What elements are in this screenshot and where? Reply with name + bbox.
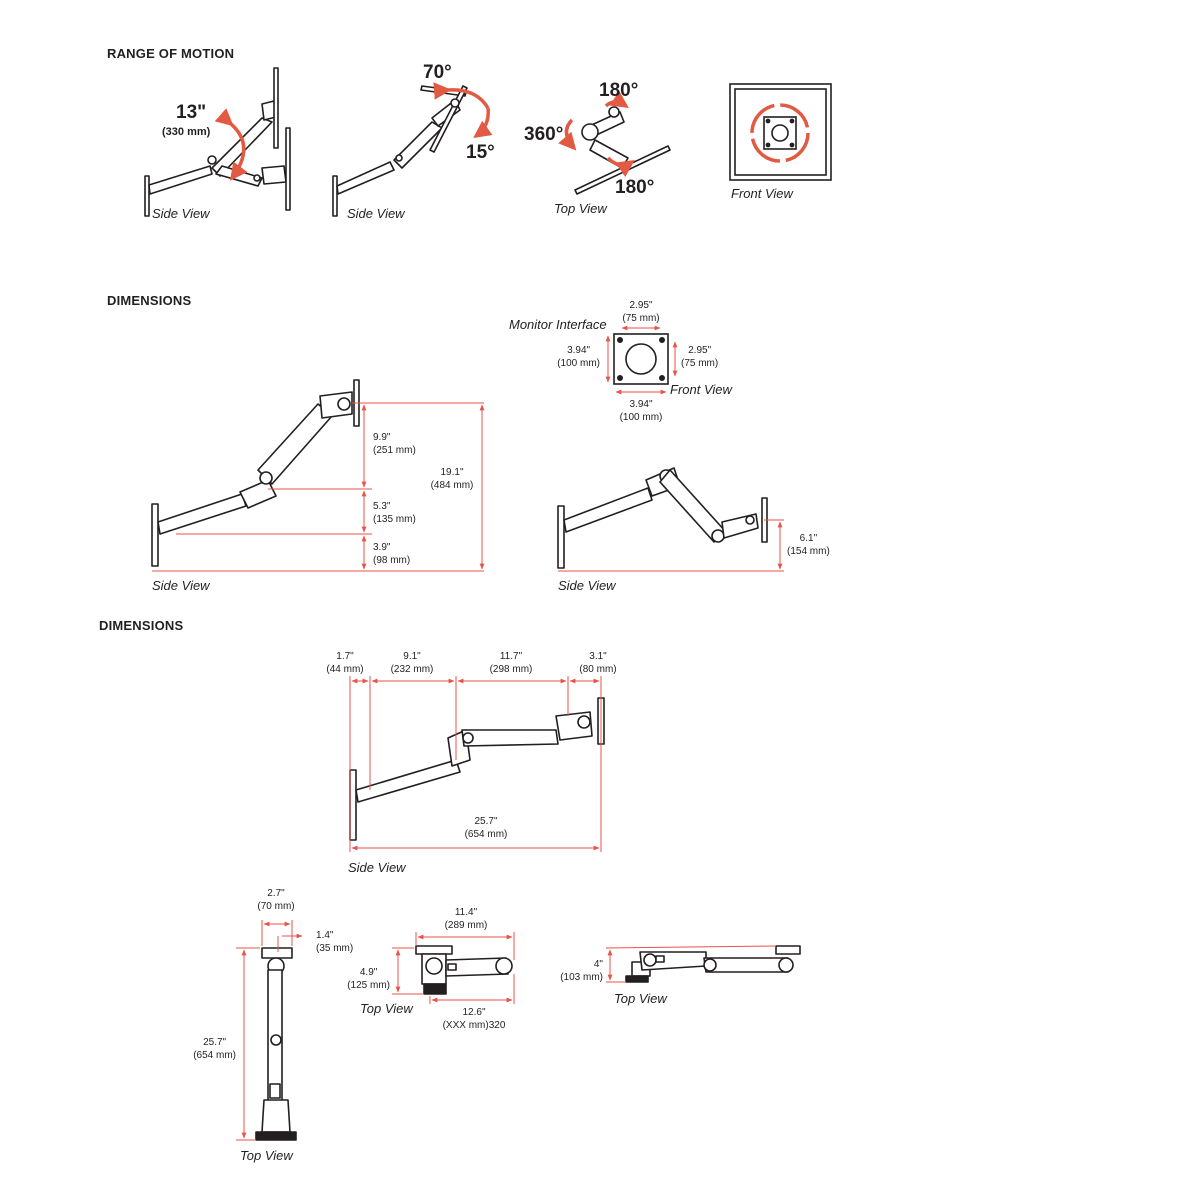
height-5-3: 5.3"(135 mm) — [373, 501, 416, 525]
side-view-caption-2: Side View — [348, 860, 406, 875]
vesa-plate — [613, 333, 669, 385]
side-view-caption-1: Side View — [152, 578, 210, 593]
dimensions-heading-1: DIMENSIONS — [107, 293, 192, 308]
top-long-offset-dim: 1.4"(35 mm) — [316, 930, 354, 954]
pan-caption: Top View — [554, 201, 607, 216]
dims-2-lines — [349, 676, 602, 852]
top-view-flat-dims — [605, 945, 777, 983]
vesa-caption: Front View — [670, 382, 732, 397]
top-long-caption: Top View — [240, 1148, 293, 1163]
lift-arc — [214, 108, 248, 181]
top-view-long — [255, 947, 297, 1141]
segment-3-1: 3.1"(80 mm) — [579, 651, 617, 675]
folded-caption: Side View — [558, 578, 616, 593]
height-3-9: 3.9"(98 mm) — [373, 542, 411, 566]
top-view-folded-dims — [392, 932, 515, 1004]
segment-1-7: 1.7"(44 mm) — [326, 651, 364, 675]
monitor-interface-label: Monitor Interface — [509, 317, 607, 332]
tilt-side-view — [332, 85, 468, 217]
range-of-motion-heading: RANGE OF MOTION — [107, 46, 235, 61]
pan-bottom-value: 180° — [615, 177, 655, 198]
lift-value: 13" — [176, 102, 207, 123]
lift-metric: (330 mm) — [162, 126, 211, 138]
segment-9-1: 9.1"(232 mm) — [390, 651, 434, 675]
tilt-down-value: 15° — [466, 142, 495, 163]
tilt-caption: Side View — [347, 206, 405, 221]
vesa-top-dim: 2.95"(75 mm) — [622, 300, 660, 324]
top-view-long-dims — [236, 920, 303, 1141]
dimensions-heading-2: DIMENSIONS — [99, 618, 184, 633]
folded-dims — [558, 519, 784, 572]
top-flat-depth-dim: 4"(103 mm) — [560, 959, 603, 983]
rotate-caption: Front View — [731, 186, 793, 201]
rotate-front-view — [729, 83, 832, 181]
top-long-length-dim: 25.7"(654 mm) — [193, 1037, 236, 1061]
top-flat-caption: Top View — [614, 991, 667, 1006]
pan-arcs — [558, 90, 635, 178]
top-folded-width-dim: 11.4"(289 mm) — [444, 907, 488, 931]
dims-1-lines — [152, 402, 485, 572]
arm-side-view-2 — [349, 697, 605, 841]
pan-left-value: 360° — [524, 124, 564, 145]
top-long-width-dim: 2.7"(70 mm) — [257, 888, 295, 912]
top-folded-caption: Top View — [360, 1001, 413, 1016]
tilt-up-value: 70° — [423, 62, 452, 83]
arm-side-view-folded — [557, 467, 768, 569]
top-view-folded — [415, 945, 513, 995]
folded-height-dim: 6.1"(154 mm) — [787, 533, 830, 557]
lift-caption: Side View — [152, 206, 210, 221]
height-9-9: 9.9"(251 mm) — [373, 432, 416, 456]
top-folded-base-dim: 12.6"(XXX mm)320 — [442, 1007, 506, 1031]
tilt-arcs — [433, 82, 493, 139]
vesa-dims — [605, 325, 678, 395]
top-folded-depth-dim: 4.9"(125 mm) — [347, 967, 390, 991]
lift-side-view — [144, 67, 291, 217]
segment-11-7: 11.7"(298 mm) — [489, 651, 533, 675]
rotate-arc — [750, 103, 810, 163]
top-view-flat — [625, 945, 801, 983]
total-length-dim: 25.7"(654 mm) — [464, 816, 508, 840]
vesa-bottom-dim: 3.94"(100 mm) — [619, 399, 663, 423]
vesa-right-dim: 2.95"(75 mm) — [681, 345, 719, 369]
pan-top-value: 180° — [599, 80, 639, 101]
height-19-1: 19.1"(484 mm) — [430, 467, 474, 491]
vesa-left-dim: 3.94"(100 mm) — [557, 345, 600, 369]
arm-side-view-1 — [151, 379, 360, 567]
